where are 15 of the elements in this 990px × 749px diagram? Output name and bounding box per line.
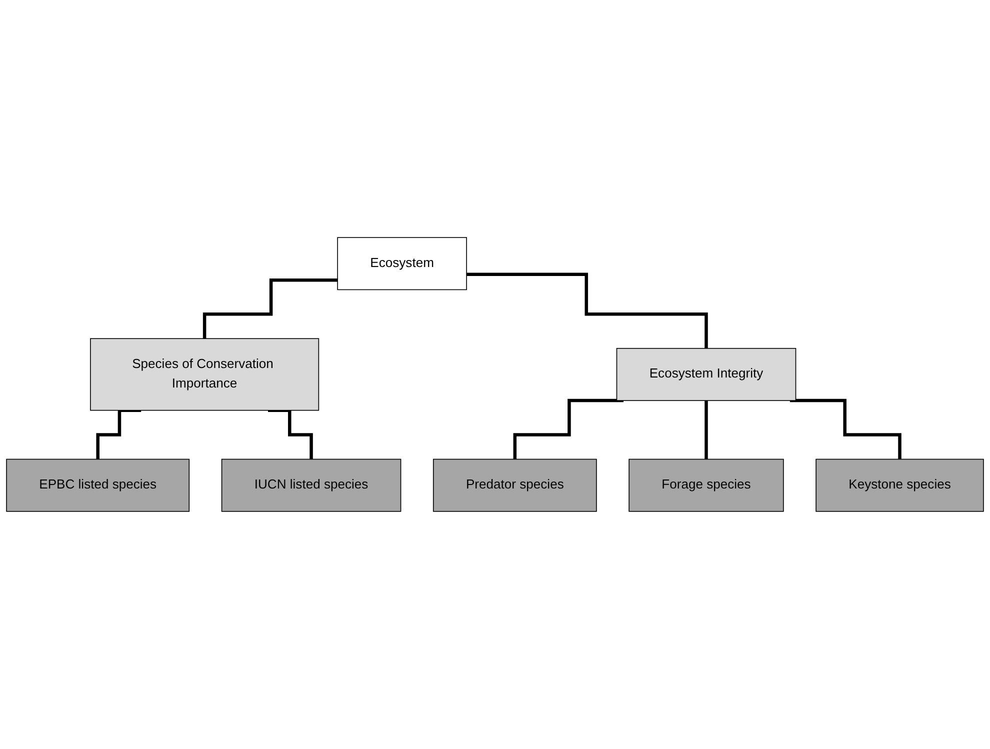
node-box: IUCN listed species bbox=[221, 458, 402, 512]
node-box: Keystone species bbox=[816, 458, 984, 512]
node-box: Species of Conservation Importance bbox=[90, 338, 320, 411]
node-box: Forage species bbox=[628, 458, 784, 512]
node-box: Predator species bbox=[432, 458, 597, 512]
connector bbox=[202, 278, 338, 340]
node-box: Ecosystem Integrity bbox=[616, 348, 796, 401]
connector bbox=[704, 398, 708, 461]
node-box: Ecosystem bbox=[337, 237, 467, 290]
node-box: EPBC listed species bbox=[6, 458, 190, 512]
connector bbox=[268, 408, 313, 461]
connector bbox=[466, 272, 708, 350]
connector bbox=[790, 398, 902, 461]
connector bbox=[96, 408, 142, 461]
connector bbox=[513, 398, 624, 461]
